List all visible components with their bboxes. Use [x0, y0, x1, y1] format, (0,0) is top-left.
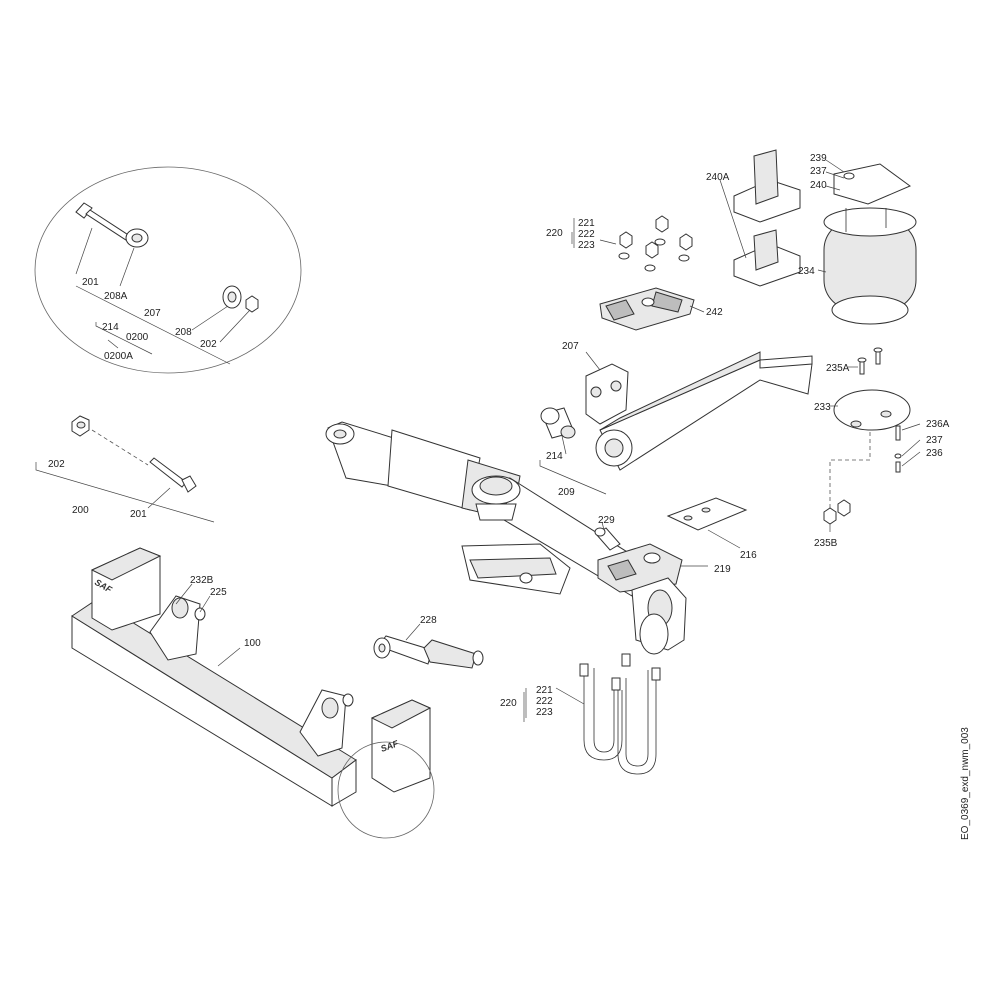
label-207-detail: 207 — [144, 308, 161, 319]
label-208: 208 — [175, 327, 192, 338]
bushing-214 — [540, 407, 576, 439]
label-202: 202 — [48, 459, 65, 470]
label-235B: 235B — [814, 538, 838, 549]
label-219: 219 — [714, 564, 731, 575]
label-214: 214 — [546, 451, 563, 462]
shim-plate-216 — [666, 497, 748, 531]
bushing-208 — [222, 285, 242, 309]
detail-circle — [34, 166, 302, 374]
piston-233 — [833, 389, 911, 431]
nut-202-detail — [245, 295, 259, 313]
label-225: 225 — [210, 587, 227, 598]
label-221-top: 221 — [578, 218, 595, 229]
bushing-208A — [125, 228, 149, 248]
label-202-detail: 202 — [200, 339, 217, 350]
brake-chamber — [471, 475, 521, 521]
label-232B: 232B — [190, 575, 214, 586]
bolts-236 — [894, 425, 902, 473]
bolts-235A — [857, 347, 883, 375]
label-240: 240 — [810, 180, 827, 191]
shock-absorber-228 — [373, 635, 484, 669]
mounting-bracket — [461, 543, 571, 595]
label-220-top: 220 — [546, 228, 563, 239]
label-234: 234 — [798, 266, 815, 277]
axle-beam-100 — [71, 547, 435, 839]
label-242: 242 — [706, 307, 723, 318]
label-240A: 240A — [706, 172, 730, 183]
label-236: 236 — [926, 448, 943, 459]
fasteners-top — [618, 215, 693, 272]
label-237: 237 — [926, 435, 943, 446]
label-233: 233 — [814, 402, 831, 413]
label-223-top: 223 — [578, 240, 595, 251]
label-236A: 236A — [926, 419, 950, 430]
label-222-bot: 222 — [536, 696, 553, 707]
label-237-top: 237 — [810, 166, 827, 177]
bolt-201-detail — [75, 202, 134, 243]
label-207: 207 — [562, 341, 579, 352]
label-100: 100 — [244, 638, 261, 649]
clamp-plate-242 — [599, 287, 695, 331]
u-bolts — [579, 653, 661, 775]
nut-202 — [71, 415, 90, 437]
label-200: 200 — [72, 505, 89, 516]
label-216: 216 — [740, 550, 757, 561]
callout-labels: 201 208A 207 214 0200 0200A 208 202 202 … — [48, 153, 950, 718]
label-239: 239 — [810, 153, 827, 164]
label-201-detail: 201 — [82, 277, 99, 288]
label-228: 228 — [420, 615, 437, 626]
label-201: 201 — [130, 509, 147, 520]
nuts-235B — [823, 499, 851, 525]
bracket-240A — [733, 149, 801, 287]
wheel-hub — [631, 577, 687, 655]
pin-229 — [594, 527, 621, 551]
label-223-bot: 223 — [536, 707, 553, 718]
document-id: EO_0369_exd_nwm_003 — [960, 727, 971, 840]
label-220-bot: 220 — [500, 698, 517, 709]
label-0200: 0200 — [126, 332, 149, 343]
label-0200A: 0200A — [104, 351, 133, 362]
label-221-bot: 221 — [536, 685, 553, 696]
bracket-207 — [585, 363, 629, 425]
label-235A: 235A — [826, 363, 850, 374]
label-229: 229 — [598, 515, 615, 526]
leaf-spring-209 — [595, 351, 813, 471]
air-spring-234 — [823, 163, 917, 325]
label-222-top: 222 — [578, 229, 595, 240]
label-209: 209 — [558, 487, 575, 498]
bolt-201 — [149, 457, 197, 493]
label-214-detail: 214 — [102, 322, 119, 333]
label-208A: 208A — [104, 291, 128, 302]
